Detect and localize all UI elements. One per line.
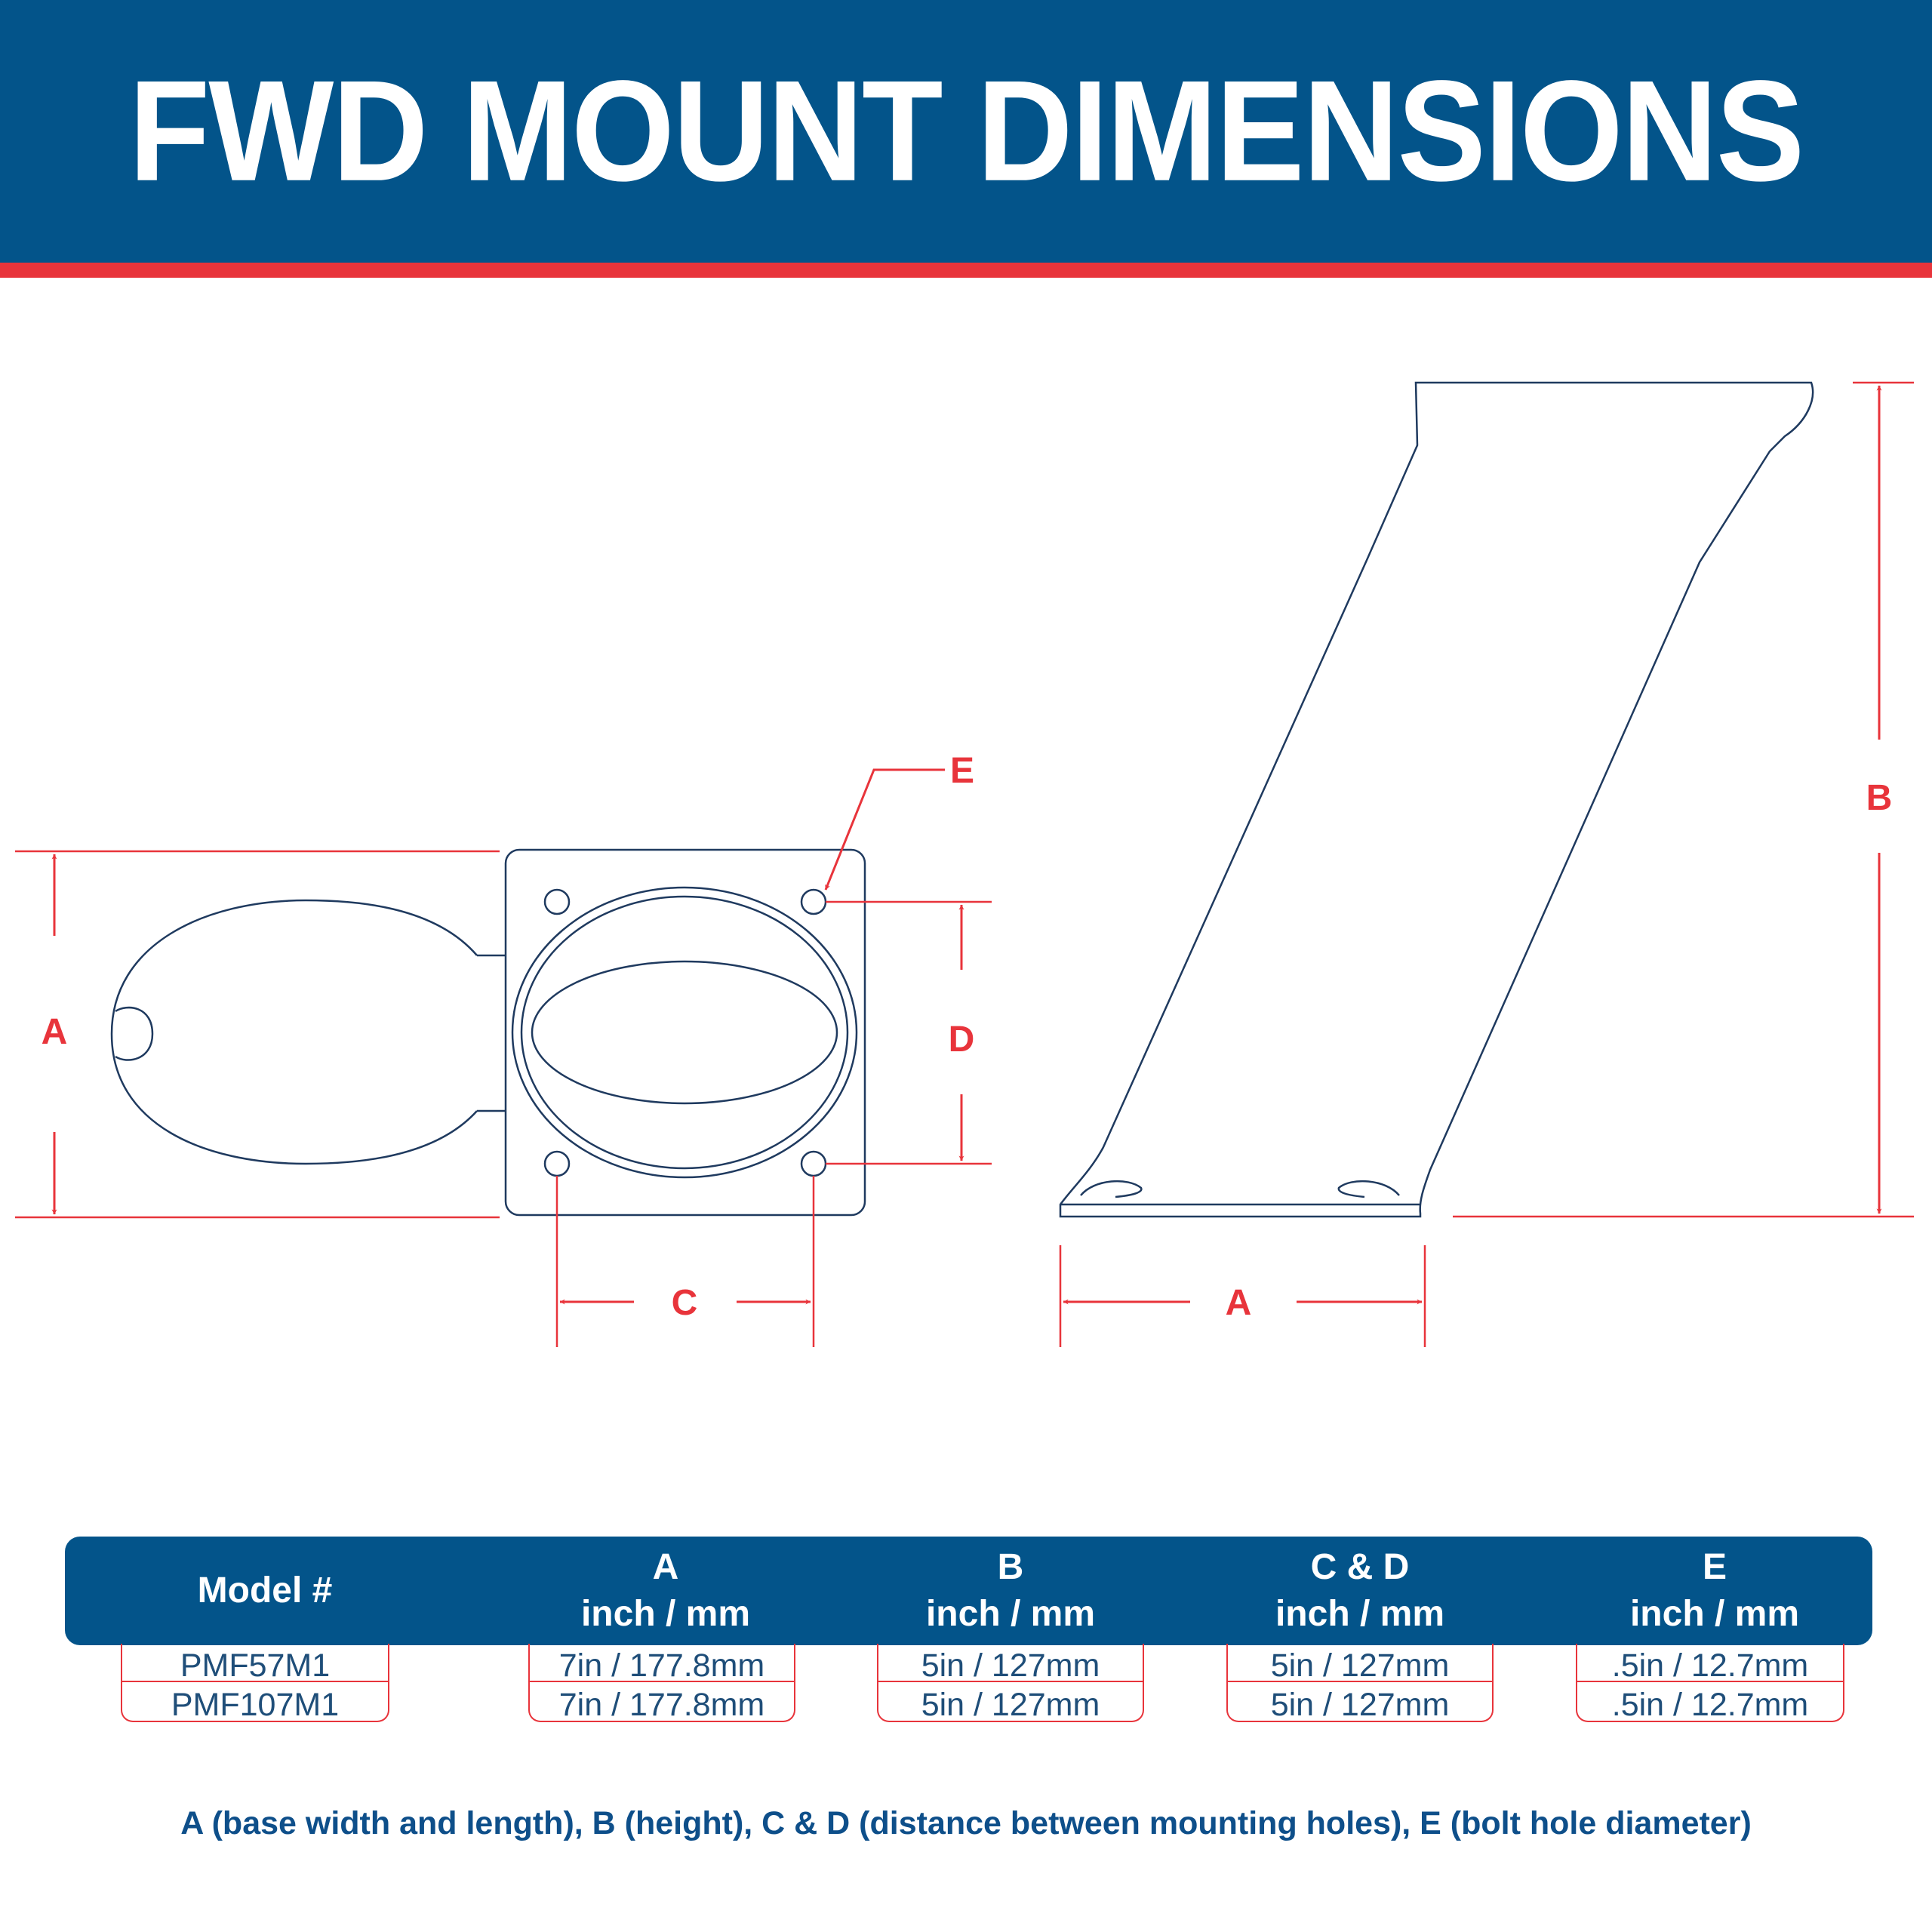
label-d: D [949,1020,975,1060]
header-e-units: inch / mm [1629,1594,1800,1634]
header-b: B inch / mm [877,1537,1144,1645]
table-cell: 5in / 127mm [921,1686,1100,1723]
header-a-letter: A [652,1547,679,1587]
top-view [110,848,866,1217]
label-a-vertical: A [42,1012,68,1052]
dimension-a-horizontal [1059,1245,1426,1347]
table-cell: PMF57M1 [180,1647,331,1684]
dimension-a-vertical [15,850,500,1219]
header-cd-units: inch / mm [1275,1594,1445,1634]
tube-opening [531,960,838,1105]
square-base [504,848,866,1217]
bolt-hole [543,888,571,915]
dimension-b [1453,381,1914,1218]
table-cell: 5in / 127mm [1270,1647,1450,1684]
header-a: A inch / mm [528,1537,803,1645]
base-slot [1080,1180,1143,1198]
label-b: B [1866,778,1893,818]
outer-ring [511,886,858,1179]
header-cd: C & D inch / mm [1226,1537,1494,1645]
header-b-units: inch / mm [925,1594,1096,1634]
table-cell: 5in / 127mm [1270,1686,1450,1723]
column-box-b [877,1644,1144,1722]
header-e-letter: E [1702,1547,1727,1587]
side-view [1059,381,1814,1218]
dimension-c [555,1176,815,1347]
header-model-label: Model # [197,1571,333,1611]
table-cell: 7in / 177.8mm [558,1647,765,1684]
rod-holder-profile [1059,381,1814,1218]
table-cell: .5in / 12.7mm [1611,1686,1809,1723]
header-a-units: inch / mm [580,1594,751,1634]
column-box-cd [1226,1644,1494,1722]
page-title: FWD MOUNT DIMENSIONS [128,51,1805,211]
table-cell: .5in / 12.7mm [1611,1647,1809,1684]
header-cd-letter: C & D [1310,1547,1410,1587]
rod-tube-notch [115,1006,154,1061]
dimension-legend-footnote: A (base width and length), B (height), C… [180,1805,1752,1841]
header-model: Model # [65,1537,465,1645]
label-c: C [672,1283,698,1323]
dimension-d [826,900,992,1165]
base-slot [1337,1180,1400,1198]
bolt-hole [800,1150,827,1177]
header-e: E inch / mm [1576,1537,1854,1645]
table-cell: 5in / 127mm [921,1647,1100,1684]
label-a-horizontal: A [1226,1283,1252,1323]
bolt-hole [800,888,827,915]
bolt-hole [543,1150,571,1177]
header-b-letter: B [997,1547,1024,1587]
header-accent-stripe [0,263,1932,278]
table-cell: 7in / 177.8mm [558,1686,765,1723]
column-box-a [528,1644,795,1722]
label-e: E [950,751,974,791]
header-banner [0,0,1932,263]
rod-tube-top [110,899,478,1165]
column-box-e [1576,1644,1844,1722]
column-box-model [121,1644,389,1722]
inner-ring [520,895,849,1170]
table-cell: PMF107M1 [171,1686,340,1723]
dimension-e-callout [824,768,945,891]
table-header-bar [65,1537,1872,1645]
